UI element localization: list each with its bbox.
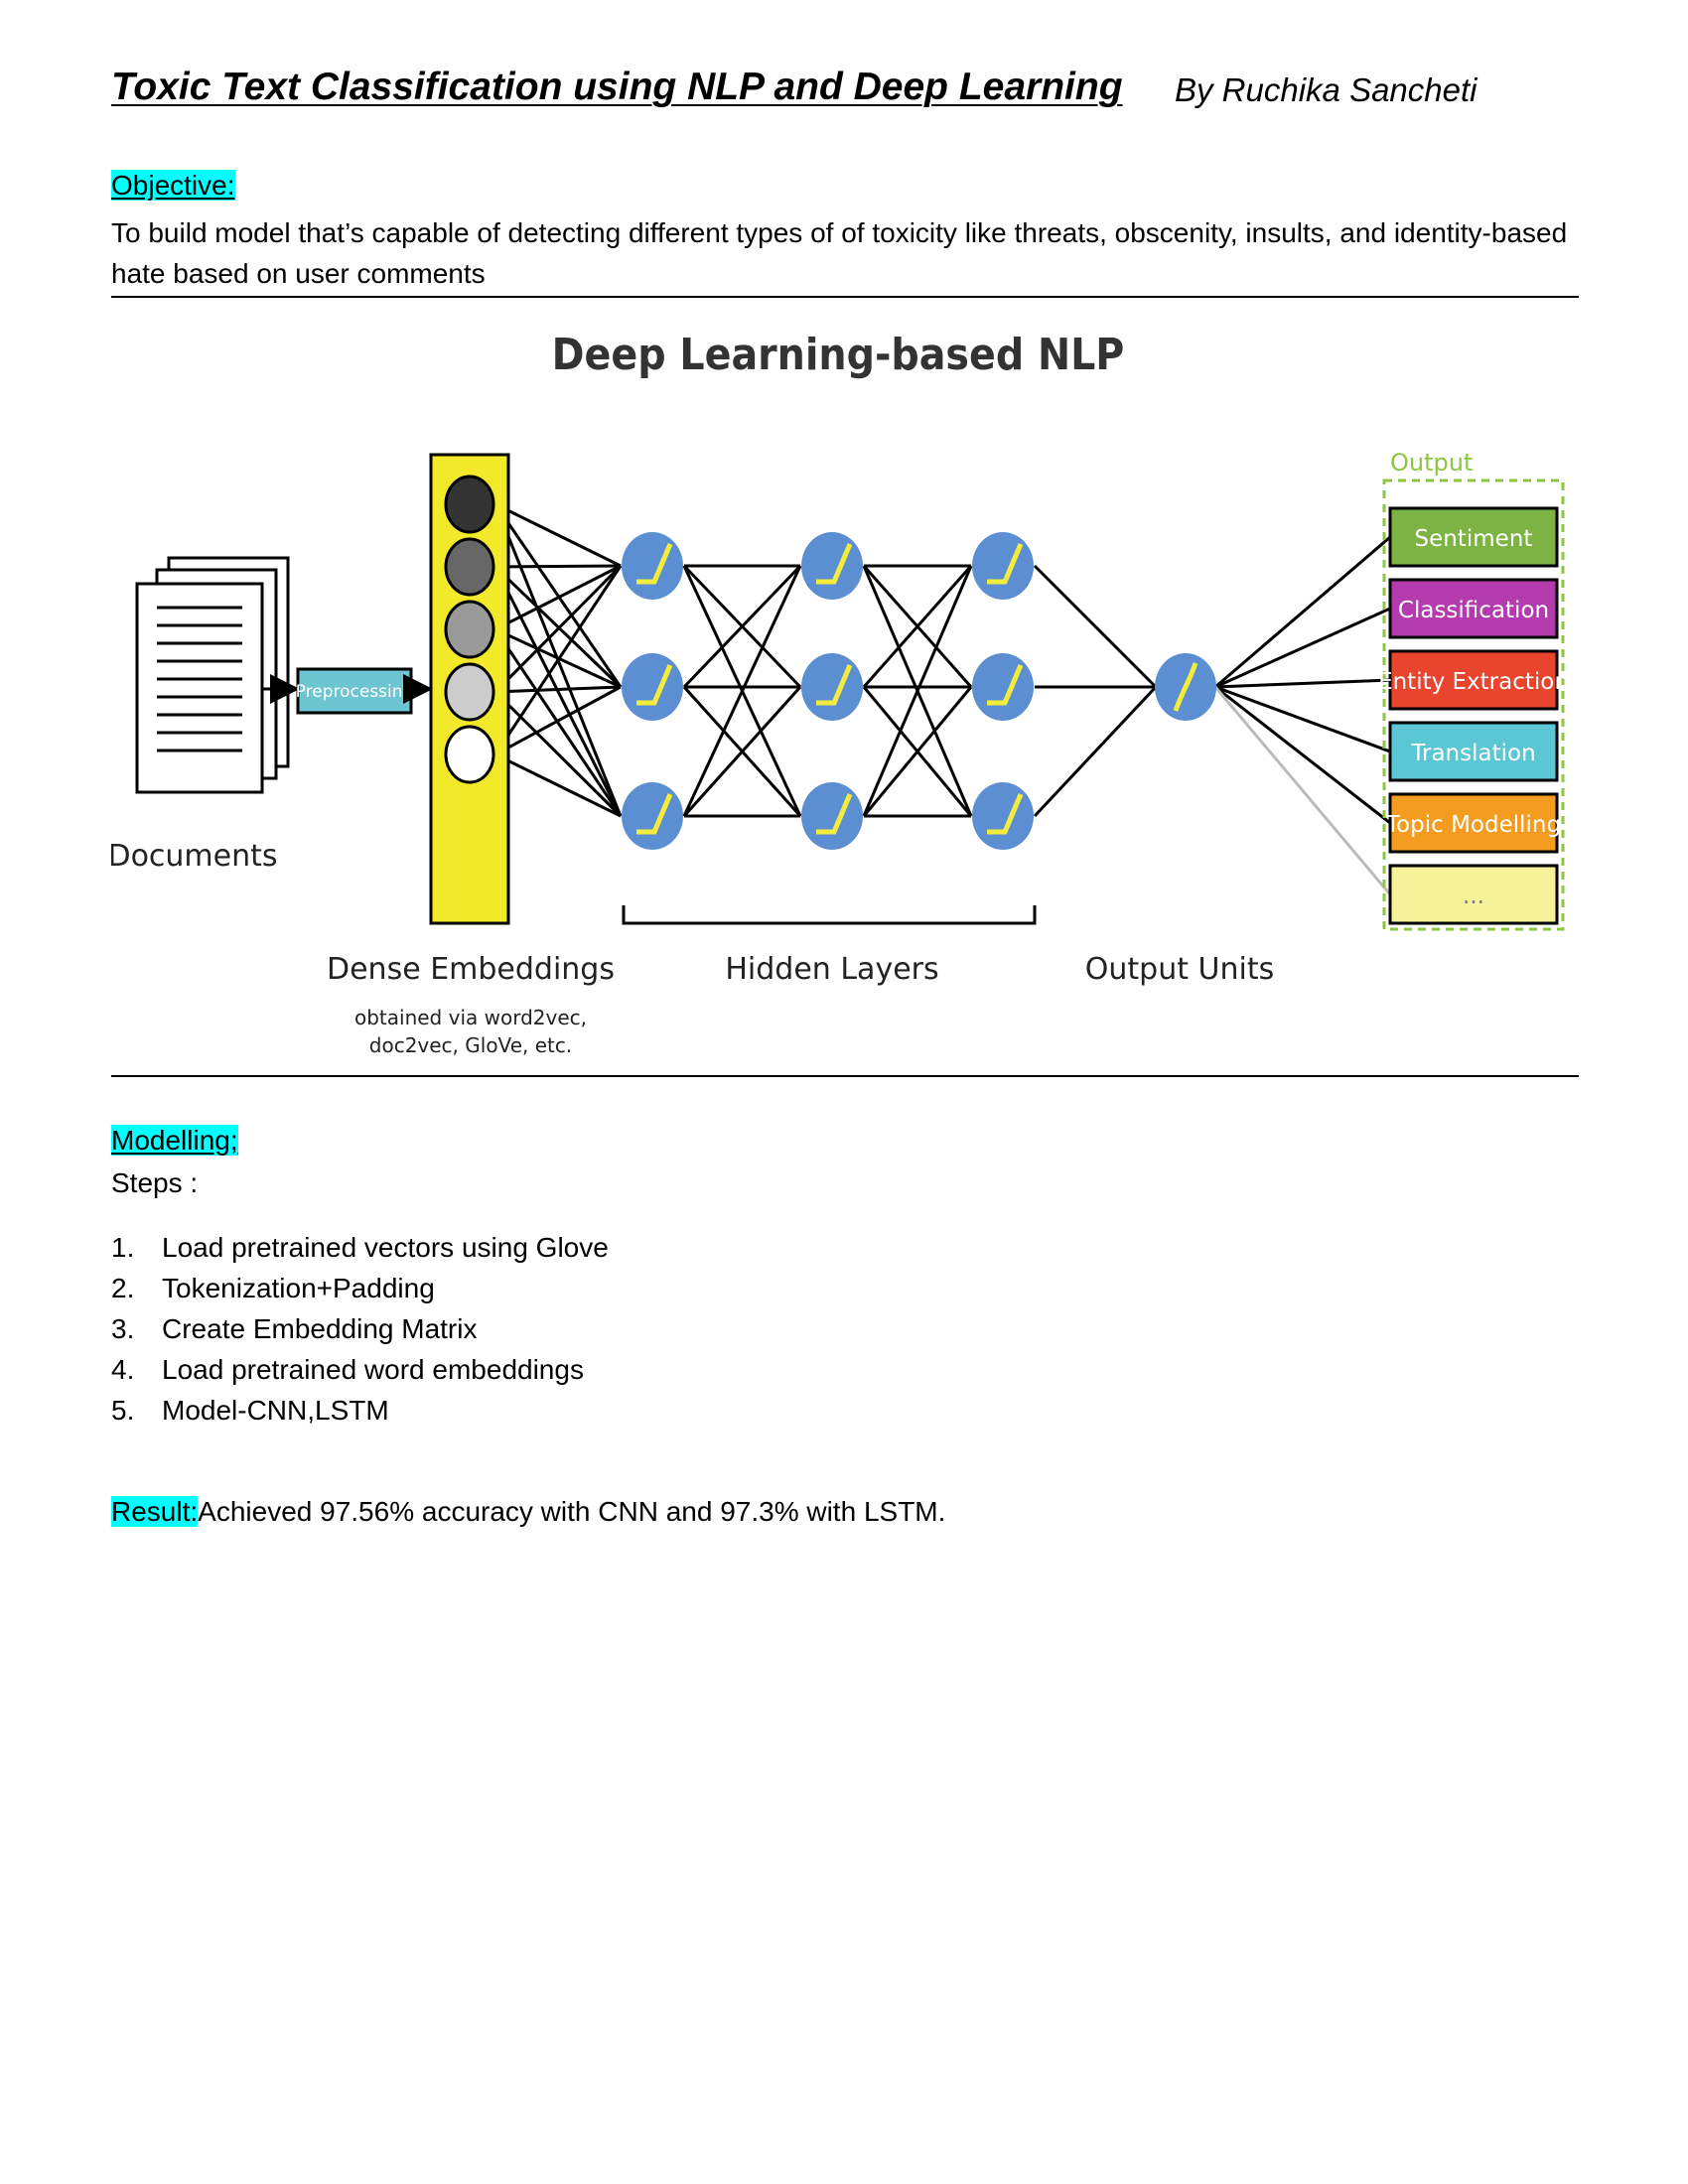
output-group-border — [1382, 478, 1565, 931]
output-task-label: Classification — [1398, 598, 1549, 623]
documents-icon — [135, 556, 290, 794]
step-text: Load pretrained vectors using Glove — [162, 1232, 609, 1263]
preprocessing-label: Preprocessing — [296, 682, 414, 702]
modelling-heading: Modelling; — [111, 1125, 238, 1157]
embedding-node — [444, 475, 495, 534]
objective-heading: Objective: — [111, 170, 235, 202]
steps-list: 1. Load pretrained vectors using Glove 2. T… — [111, 1227, 609, 1431]
neuron-node — [801, 532, 863, 600]
step-number: 4. — [111, 1354, 135, 1385]
output-task-label: Topic Modelling — [1385, 812, 1561, 838]
neuron-node — [972, 653, 1034, 721]
document-title: Toxic Text Classification using NLP and … — [111, 66, 1123, 108]
embeddings-note-line2: doc2vec, GloVe, etc. — [369, 1033, 572, 1057]
output-task-box: Entity Extraction — [1378, 649, 1569, 711]
objective-text: To build model that’s capable of detecti… — [111, 217, 1568, 289]
neuron-node — [622, 532, 683, 600]
step-text: Tokenization+Padding — [162, 1273, 435, 1303]
result-label: Result: — [111, 1496, 199, 1527]
embeddings-label: Dense Embeddings — [327, 952, 615, 987]
network-connections — [493, 502, 1392, 895]
neuron-node — [972, 532, 1034, 600]
output-task-box: Topic Modelling — [1385, 792, 1561, 854]
neuron-node — [1155, 653, 1216, 721]
header: Toxic Text Classification using NLP and … — [111, 66, 1581, 125]
step-item: 1. Load pretrained vectors using Glove — [111, 1227, 609, 1268]
nlp-diagram-svg: Deep Learning-based NLP Documents Prepro… — [111, 330, 1569, 1057]
step-item: 5. Model-CNN,LSTM — [111, 1390, 609, 1431]
step-text: Load pretrained word embeddings — [162, 1354, 584, 1385]
result-line: Result:Achieved 97.56% accuracy with CNN… — [111, 1496, 945, 1528]
output-task-box: Classification — [1388, 578, 1559, 639]
step-number: 5. — [111, 1395, 135, 1426]
diagram-title: Deep Learning-based NLP — [552, 330, 1125, 380]
result-text: Achieved 97.56% accuracy with CNN and 97… — [198, 1496, 946, 1527]
divider-bottom — [111, 1075, 1579, 1077]
output-task-label: ... — [1463, 884, 1484, 909]
neuron-node — [972, 782, 1034, 850]
documents-label: Documents — [111, 839, 278, 874]
step-item: 3. Create Embedding Matrix — [111, 1308, 609, 1349]
modelling-label: Modelling; — [111, 1125, 238, 1156]
embeddings-note-line1: obtained via word2vec, — [354, 1006, 587, 1029]
output-task-label: Entity Extraction — [1378, 669, 1569, 695]
step-text: Create Embedding Matrix — [162, 1313, 478, 1344]
step-number: 2. — [111, 1273, 135, 1303]
step-number: 1. — [111, 1232, 135, 1263]
neuron-node — [622, 782, 683, 850]
neuron-node — [622, 653, 683, 721]
embedding-node — [444, 725, 495, 784]
step-text: Model-CNN,LSTM — [162, 1395, 389, 1426]
steps-label: Steps : — [111, 1167, 199, 1198]
output-task-box: ... — [1388, 864, 1559, 925]
nlp-diagram: Deep Learning-based NLP Documents Prepro… — [111, 300, 1579, 1072]
hidden-layers-label: Hidden Layers — [725, 952, 938, 987]
embedding-node — [444, 600, 495, 659]
output-group-label: Output — [1390, 449, 1473, 477]
embedding-nodes — [444, 475, 495, 784]
output-task-label: Sentiment — [1415, 526, 1533, 552]
document-author: By Ruchika Sancheti — [1175, 71, 1477, 108]
output-task-label: Translation — [1410, 741, 1535, 766]
step-number: 3. — [111, 1313, 135, 1344]
embedding-node — [444, 662, 495, 722]
output-task-box: Translation — [1388, 721, 1559, 782]
step-item: 2. Tokenization+Padding — [111, 1268, 609, 1308]
output-units-label: Output Units — [1085, 952, 1274, 987]
divider-top — [111, 296, 1579, 298]
embedding-node — [444, 537, 495, 597]
objective-label: Objective: — [111, 170, 235, 201]
output-task-box: Sentiment — [1388, 506, 1559, 568]
neuron-node — [801, 782, 863, 850]
hidden-layer-nodes — [622, 532, 1216, 850]
step-item: 4. Load pretrained word embeddings — [111, 1349, 609, 1390]
hidden-layers-bracket — [622, 905, 1037, 925]
neuron-node — [801, 653, 863, 721]
